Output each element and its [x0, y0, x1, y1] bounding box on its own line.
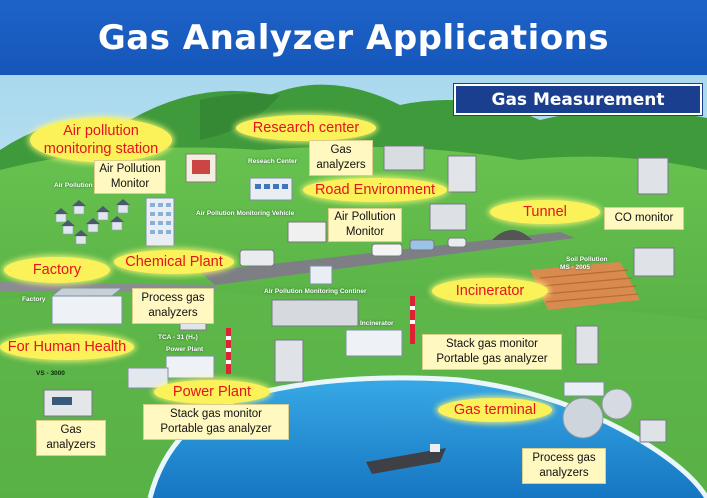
title-bar: [0, 0, 707, 75]
power-plant-building: [165, 355, 215, 379]
label-power-plant-small: Power Plant: [166, 346, 204, 353]
label-air-pollution: Air Pollution: [54, 182, 93, 189]
oval-road-environment: Road Environment: [303, 178, 447, 202]
page-title: Gas Analyzer Applications: [97, 18, 610, 58]
label-research-center: Reseach Center: [248, 158, 298, 165]
note-co-monitor: CO monitor: [604, 207, 684, 230]
research-building: [249, 177, 293, 201]
label-soil-pollution: Soil Pollution: [566, 256, 608, 263]
label-factory: Factory: [22, 296, 46, 303]
note-air-pollution-monitor-1: Air Pollution Monitor: [94, 160, 166, 194]
container-photo: [271, 299, 359, 327]
incinerator-building: [345, 329, 403, 357]
oval-gas-terminal: Gas terminal: [438, 398, 552, 422]
oval-air-pollution-station: Air pollution monitoring station: [30, 118, 172, 162]
note-process-gas-terminal: Process gas analyzers: [522, 448, 606, 484]
note-gas-analyzers-health: Gas analyzers: [36, 420, 106, 456]
factory-building: [51, 295, 123, 325]
oval-human-health: For Human Health: [0, 334, 134, 360]
label-ms-2005: MS - 2005: [560, 264, 590, 271]
oval-power-plant: Power Plant: [154, 380, 270, 404]
gas-tank-large: [562, 397, 604, 439]
note-stack-incinerator: Stack gas monitor Portable gas analyzer: [422, 334, 562, 370]
road: [200, 232, 575, 285]
monitoring-vehicle: [287, 221, 327, 243]
oval-research-center: Research center: [236, 115, 376, 141]
soil-field: [530, 262, 640, 310]
tunnel-entrance: [492, 230, 532, 240]
note-stack-power: Stack gas monitor Portable gas analyzer: [143, 404, 289, 440]
label-monitoring-vehicle: Air Pollution Monitoring Vehicle: [196, 210, 295, 217]
analyzer-photo: [383, 145, 425, 171]
oval-chemical-plant: Chemical Plant: [114, 250, 234, 274]
note-air-pollution-monitor-2: Air Pollution Monitor: [328, 208, 402, 242]
label-tca: TCA - 31 (H₂): [158, 334, 198, 341]
section-label-box: Gas Measurement: [454, 84, 702, 115]
label-vs-3000: VS - 3000: [36, 370, 65, 377]
houses: [55, 204, 129, 245]
note-gas-analyzers-research: Gas analyzers: [309, 140, 373, 176]
tanker-ship: [366, 448, 446, 474]
oval-incinerator: Incinerator: [432, 278, 548, 304]
oval-tunnel: Tunnel: [490, 200, 600, 224]
label-monitoring-continer: Air Pollution Monitoring Continer: [264, 288, 367, 295]
oval-factory: Factory: [4, 257, 110, 283]
label-incinerator-small: Incinerator: [360, 320, 394, 327]
note-process-gas-factory: Process gas analyzers: [132, 288, 214, 324]
